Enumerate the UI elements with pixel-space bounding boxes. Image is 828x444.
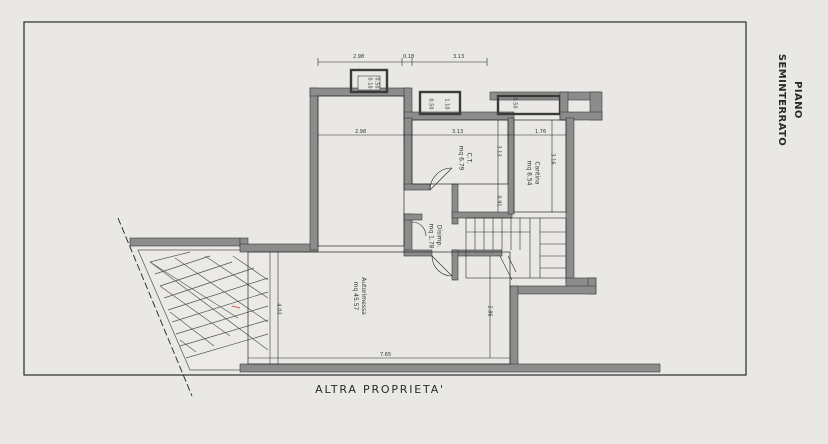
room-cantina-area: mq 8.54 (525, 160, 533, 186)
sheet-frame (23, 21, 747, 376)
hatched-ramp (137, 249, 271, 371)
walls (129, 68, 661, 373)
dim-top-left: 2.98 (353, 54, 365, 60)
dim-vent3: 0.50 (511, 97, 518, 109)
dim-stair-height: 2.86 (486, 305, 493, 317)
room-disimpegno-name: Disimp. (435, 224, 443, 248)
inner-outlines (247, 95, 567, 365)
room-autorimessa: Autorimessa mq 45.57 (351, 277, 367, 315)
dim-inner-mid: 3.13 (452, 129, 464, 135)
room-ct-name: C.T. (465, 152, 473, 164)
room-autorimessa-name: Autorimessa (359, 277, 367, 315)
bottom-label: ALTRA PROPRIETA' (315, 383, 445, 396)
dim-vent1b: 0.50 (373, 77, 380, 89)
dim-vent2b: 1.10 (443, 98, 450, 110)
door-swings (411, 167, 453, 277)
dim-vent1: 0.10 (366, 77, 373, 89)
dim-corridor-width: 0.91 (495, 195, 502, 207)
dim-inner-right: 1.76 (535, 129, 547, 135)
dimension-lines (248, 58, 567, 364)
room-cantina-name: Cantina (533, 161, 541, 185)
dim-garage-height: 4.03 (275, 303, 282, 315)
dim-top-right: 3.13 (453, 54, 465, 60)
dim-cantina-height: 3.16 (549, 153, 556, 165)
room-ct: C.T. mq 6.79 (456, 146, 472, 171)
property-boundary (117, 217, 193, 397)
dim-garage-width: 7.65 (380, 352, 392, 358)
dim-vent2: 0.50 (427, 98, 434, 110)
room-autorimessa-area: mq 45.57 (351, 281, 359, 311)
dim-inner-left: 2.98 (355, 129, 367, 135)
sheet-title: PIANO SEMINTERRATO (776, 53, 803, 147)
stair (465, 217, 567, 281)
dim-ct-height: 3.13 (495, 145, 502, 157)
dim-top-mid: 0.18 (403, 54, 415, 60)
room-ct-area: mq 6.79 (457, 145, 465, 171)
room-cantina: Cantina mq 8.54 (524, 161, 540, 186)
room-disimpegno-area: mq 1.78 (427, 223, 435, 249)
room-disimpegno: Disimp. mq 1.78 (426, 224, 442, 249)
